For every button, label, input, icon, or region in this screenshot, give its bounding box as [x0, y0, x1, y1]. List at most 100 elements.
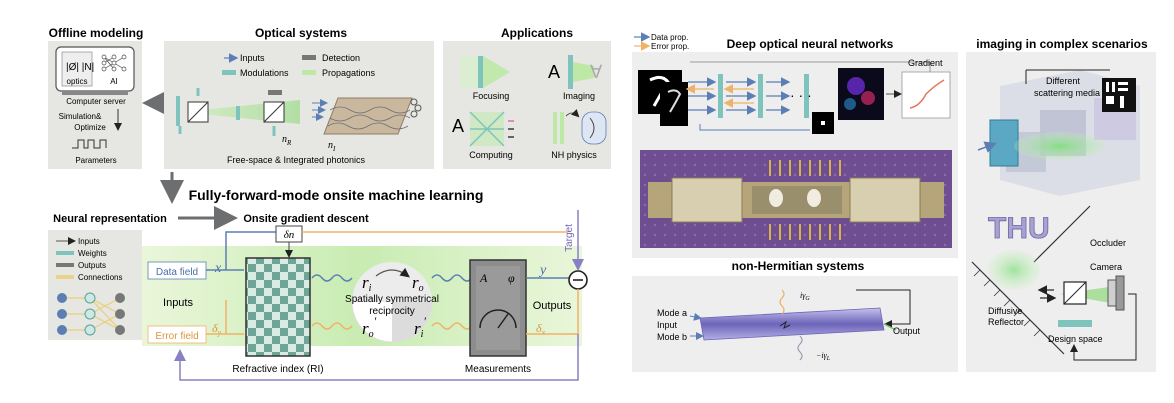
imaging-panel: THU [966, 52, 1156, 372]
donn-title: Deep optical neural networks [727, 37, 894, 51]
meas-phi-symbol: φ [508, 271, 515, 285]
monitor-stand [62, 91, 128, 95]
gauge-icon [479, 309, 517, 329]
legend-data-prop: Data prop. [651, 33, 688, 42]
imaging-title: imaging in complex scenarios [976, 37, 1148, 51]
measurements-label: Measurements [465, 364, 531, 375]
svg-text:· · ·: · · · [790, 87, 812, 103]
outer-feedback-line [174, 334, 579, 381]
reciprocity-circle [351, 262, 433, 343]
nr-legend-connections: Connections [78, 273, 122, 282]
inputs-label: Inputs [163, 297, 193, 309]
r-o-symbol: ro [412, 273, 424, 294]
donn-panel: · · · Gradient [632, 52, 958, 258]
neural-representation-title: Neural representation [53, 213, 167, 225]
onsite-gradient-title: Onsite gradient descent [243, 213, 369, 225]
r-i-prime-symbol: ri′ [414, 314, 426, 340]
reciprocity-line2: reciprocity [369, 306, 415, 317]
legend-inputs: Inputs [240, 53, 265, 63]
input-label: Input [657, 320, 678, 330]
modulator-1 [176, 96, 180, 126]
mode-a-label: Mode a [657, 308, 687, 318]
focusing-label: Focusing [473, 91, 510, 101]
r-i-symbol: ri [362, 273, 372, 294]
svg-text:|Ø| |N|: |Ø| |N| [66, 62, 94, 73]
output-heatmap [838, 68, 884, 120]
legend-detection-swatch [302, 55, 316, 60]
nh-title: non-Hermitian systems [732, 259, 865, 273]
legend-propagations-swatch [302, 70, 316, 75]
occluder-label: Occluder [1090, 238, 1126, 248]
parameters-waveform-icon [72, 139, 107, 149]
offline-modeling-title: Offline modeling [49, 26, 144, 40]
nr-legend-inputs: Inputs [78, 237, 100, 246]
focusing-modulator [478, 56, 483, 88]
error-field-label: Error field [155, 331, 198, 342]
headline: Fully-forward-mode onsite machine learni… [189, 187, 484, 203]
legend-error-prop: Error prop. [651, 42, 689, 51]
x-symbol: x [214, 261, 222, 276]
optics-icon [61, 51, 93, 87]
green-beam [1014, 132, 1106, 160]
free-space-caption: Free-space & Integrated photonics [227, 155, 366, 165]
applications-title: Applications [501, 26, 573, 40]
data-wave-in [311, 274, 353, 282]
optics-label: optics [67, 77, 88, 86]
optimize-label: Optimize [74, 123, 106, 132]
ai-network-icon [101, 54, 127, 72]
scattering-line2: scattering media [1034, 88, 1100, 98]
data-wave-out [431, 274, 473, 282]
delta-n-label: δn [284, 229, 295, 241]
diffusive-wall [971, 261, 1065, 355]
legend-modulations: Modulations [240, 68, 289, 78]
ai-label: AI [110, 77, 118, 86]
reflector-label: Reflector [988, 317, 1024, 327]
refractive-index-block [245, 257, 311, 357]
diffusive-label: Diffusive [988, 306, 1022, 316]
computing-label: Computing [469, 150, 513, 160]
legend-propagations: Propagations [322, 68, 376, 78]
nh-panel [632, 276, 958, 372]
output-label: Output [893, 326, 921, 336]
thu-letters: THU [988, 212, 1050, 245]
refractive-index-label: Refractive index (RI) [232, 364, 323, 375]
computer-server-label: Computer server [66, 97, 126, 106]
imaging-label: Imaging [563, 91, 595, 101]
error-wave-in [311, 322, 353, 330]
optical-systems-panel: Optical systems Inputs Detection Modulat… [164, 26, 434, 169]
neural-net-icon [57, 292, 125, 336]
camera-label: Camera [1090, 262, 1122, 272]
y-symbol: y [538, 263, 547, 278]
n-i-label: nI [328, 140, 336, 153]
optical-systems-title: Optical systems [255, 26, 347, 40]
parameters-label: Parameters [75, 156, 116, 165]
legend-detection: Detection [322, 53, 360, 63]
gradient-label: Gradient [908, 58, 943, 68]
data-field-label: Data field [156, 267, 198, 278]
loss-label: −iγL [816, 351, 831, 362]
n-r-label: nR [282, 134, 292, 147]
occluder-wall [1033, 205, 1091, 263]
scattering-line1: Different [1046, 76, 1080, 86]
gain-label: iγG [800, 291, 810, 302]
detector-1 [268, 90, 282, 95]
applications-panel: Applications Focusing A ∀ Imaging A Comp… [443, 26, 611, 169]
integrated-photonic-chip [312, 97, 422, 135]
design-space-slm [1058, 320, 1092, 327]
delta-x-symbol: δx [536, 321, 546, 337]
imaging-letter-inverted: ∀ [590, 62, 603, 82]
meas-a-symbol: A [479, 271, 488, 285]
nr-legend-weights: Weights [78, 249, 107, 258]
offline-modeling-panel: Offline modeling |Ø| |N| optics AI Compu… [48, 26, 143, 169]
focusing-beam [483, 56, 510, 88]
nr-legend-outputs: Outputs [78, 261, 106, 270]
mode-b-label: Mode b [657, 332, 687, 342]
target-label: Target [564, 224, 575, 252]
error-wave-out [431, 322, 473, 330]
camera-icon [1107, 279, 1117, 307]
design-space-label: Design space [1048, 334, 1103, 344]
neural-representation-box: Inputs Weights Outputs Connections [48, 230, 142, 340]
outputs-label: Outputs [533, 300, 572, 312]
simulation-label: Simulation& [59, 112, 102, 121]
